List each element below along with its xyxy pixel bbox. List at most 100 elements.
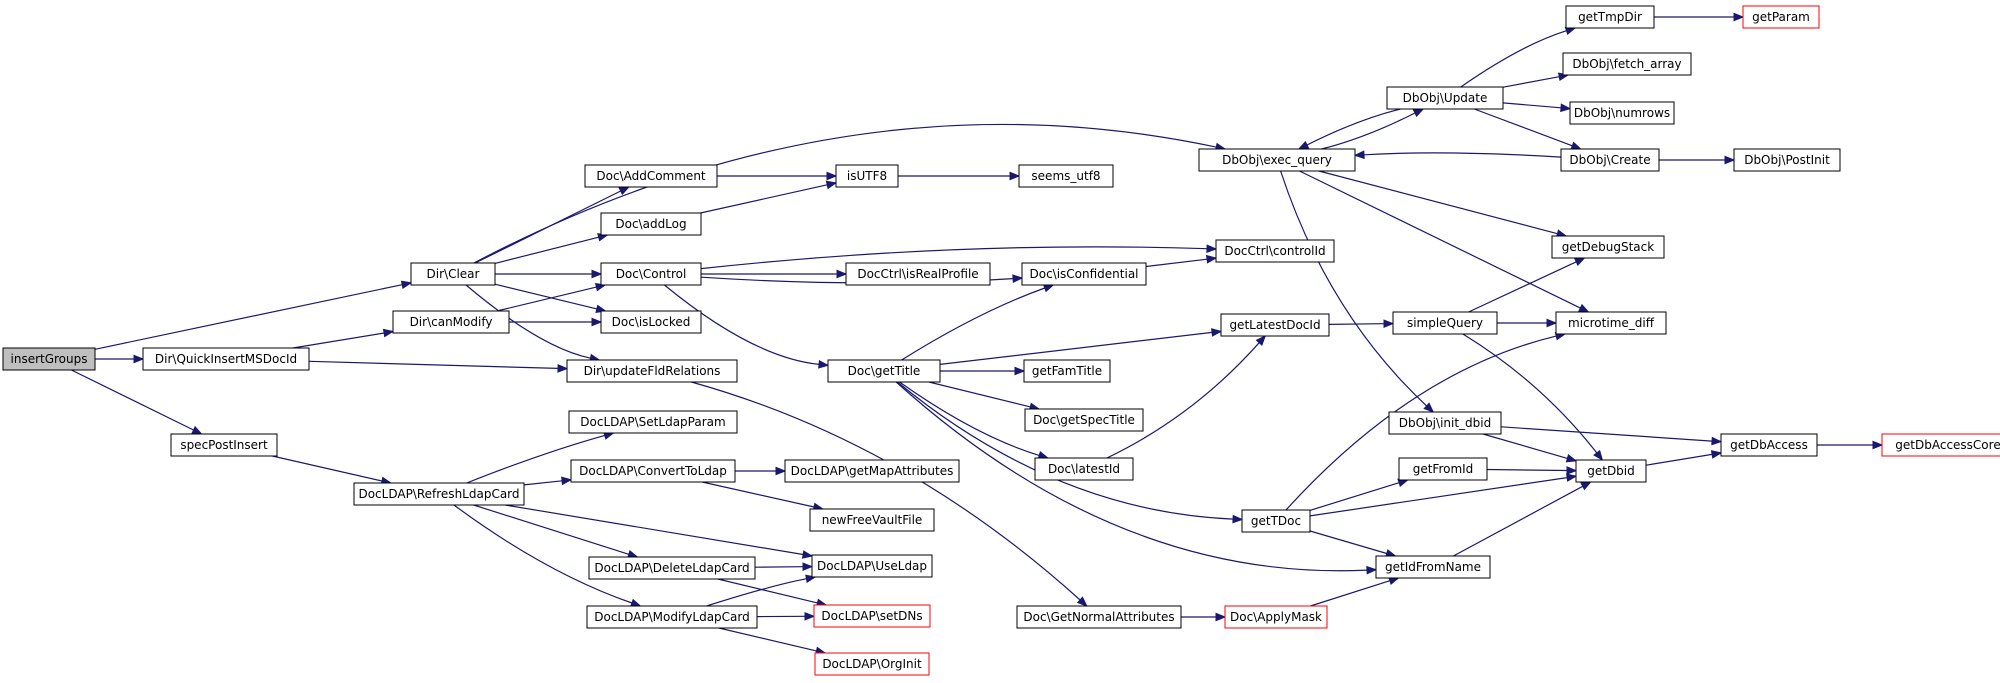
node-DbObjNumrows[interactable]: DbObj\numrows (1569, 101, 1675, 125)
node-box[interactable] (835, 164, 899, 188)
node-box[interactable] (1215, 239, 1335, 263)
node-box[interactable] (1555, 311, 1667, 335)
node-box[interactable] (586, 605, 758, 629)
node-box[interactable] (353, 482, 525, 506)
node-DocGetTitle[interactable]: Doc\getTitle (827, 359, 941, 383)
node-DocApplyMask[interactable]: Doc\ApplyMask (1224, 605, 1328, 629)
node-DocLDAPRefreshLdapCard[interactable]: DocLDAP\RefreshLdapCard (353, 482, 525, 506)
node-getFamTitle[interactable]: getFamTitle (1023, 359, 1111, 383)
node-box[interactable] (1021, 262, 1147, 286)
node-DocGetNormalAttributes[interactable]: Doc\GetNormalAttributes (1016, 605, 1182, 629)
node-box[interactable] (1742, 5, 1820, 29)
node-box[interactable] (811, 554, 933, 578)
node-box[interactable] (1575, 459, 1647, 483)
node-DocAddComment[interactable]: Doc\AddComment (584, 164, 718, 188)
node-getDbid[interactable]: getDbid (1575, 459, 1647, 483)
node-DirCanModify[interactable]: Dir\canModify (392, 310, 510, 334)
node-box[interactable] (570, 459, 736, 483)
node-isUTF8[interactable]: isUTF8 (835, 164, 899, 188)
node-DocLDAPSetLdapParam[interactable]: DocLDAP\SetLdapParam (568, 410, 738, 434)
node-box[interactable] (1016, 605, 1182, 629)
node-box[interactable] (600, 212, 702, 236)
node-DocLDAPGetMapAttributes[interactable]: DocLDAP\getMapAttributes (784, 459, 960, 483)
node-getDbAccessCore[interactable]: getDbAccessCore (1881, 433, 2000, 457)
node-box[interactable] (588, 556, 756, 580)
node-box[interactable] (1569, 101, 1675, 125)
node-DocLDAPModifyLdapCard[interactable]: DocLDAP\ModifyLdapCard (586, 605, 758, 629)
node-box[interactable] (1375, 555, 1491, 579)
node-microtimeDiff[interactable]: microtime_diff (1555, 311, 1667, 335)
node-box[interactable] (1560, 148, 1660, 172)
node-box[interactable] (566, 359, 738, 383)
node-DbObjUpdate[interactable]: DbObj\Update (1386, 86, 1504, 110)
node-box[interactable] (1881, 433, 2000, 457)
node-DbObjFetchArray[interactable]: DbObj\fetch_array (1562, 52, 1692, 76)
node-box[interactable] (2, 347, 96, 371)
node-getDbAccess[interactable]: getDbAccess (1720, 433, 1818, 457)
node-seemsUtf8[interactable]: seems_utf8 (1018, 164, 1114, 188)
node-box[interactable] (845, 262, 991, 286)
node-QuickInsertMSDocId[interactable]: Dir\QuickInsertMSDocId (142, 347, 310, 371)
node-DocCtrlIsRealProfile[interactable]: DocCtrl\isRealProfile (845, 262, 991, 286)
node-box[interactable] (142, 347, 310, 371)
node-DbObjPostInit[interactable]: DbObj\PostInit (1733, 148, 1841, 172)
node-box[interactable] (1220, 313, 1330, 337)
node-simpleQuery[interactable]: simpleQuery (1392, 311, 1498, 335)
node-DocIsConfidential[interactable]: Doc\isConfidential (1021, 262, 1147, 286)
node-box[interactable] (813, 604, 931, 628)
node-getFromId[interactable]: getFromId (1398, 457, 1488, 481)
node-box[interactable] (392, 310, 510, 334)
node-box[interactable] (1565, 5, 1655, 29)
node-box[interactable] (784, 459, 960, 483)
node-getTDoc[interactable]: getTDoc (1241, 509, 1311, 533)
node-box[interactable] (809, 508, 935, 532)
node-box[interactable] (814, 652, 930, 676)
node-DocLDAPDeleteLdapCard[interactable]: DocLDAP\DeleteLdapCard (588, 556, 756, 580)
node-box[interactable] (584, 164, 718, 188)
node-DocGetSpecTitle[interactable]: Doc\getSpecTitle (1024, 408, 1144, 432)
node-box[interactable] (410, 262, 496, 286)
node-DbObjExecQuery[interactable]: DbObj\exec_query (1198, 148, 1356, 172)
node-newFreeVaultFile[interactable]: newFreeVaultFile (809, 508, 935, 532)
node-box[interactable] (1720, 433, 1818, 457)
node-DocLatestId[interactable]: Doc\latestId (1034, 457, 1134, 481)
node-DocLDAPUseLdap[interactable]: DocLDAP\UseLdap (811, 554, 933, 578)
node-box[interactable] (170, 433, 278, 457)
node-box[interactable] (1733, 148, 1841, 172)
node-box[interactable] (1198, 148, 1356, 172)
node-DocAddLog[interactable]: Doc\addLog (600, 212, 702, 236)
node-box[interactable] (1388, 411, 1502, 435)
node-box[interactable] (1034, 457, 1134, 481)
node-box[interactable] (1241, 509, 1311, 533)
node-DocControl[interactable]: Doc\Control (600, 262, 702, 286)
node-DocLDAPSetDNs[interactable]: DocLDAP\setDNs (813, 604, 931, 628)
node-box[interactable] (600, 310, 702, 334)
node-DocIsLocked[interactable]: Doc\isLocked (600, 310, 702, 334)
node-box[interactable] (1386, 86, 1504, 110)
node-box[interactable] (1398, 457, 1488, 481)
node-box[interactable] (1551, 235, 1665, 259)
node-getLatestDocId[interactable]: getLatestDocId (1220, 313, 1330, 337)
node-box[interactable] (1392, 311, 1498, 335)
node-DocLDAPConvertToLdap[interactable]: DocLDAP\ConvertToLdap (570, 459, 736, 483)
node-box[interactable] (1024, 408, 1144, 432)
node-box[interactable] (568, 410, 738, 434)
node-DocCtrlControlId[interactable]: DocCtrl\controlId (1215, 239, 1335, 263)
node-getTmpDir[interactable]: getTmpDir (1565, 5, 1655, 29)
node-insertGroups[interactable]: insertGroups (2, 347, 96, 371)
node-getParam[interactable]: getParam (1742, 5, 1820, 29)
node-DbObjInitDbid[interactable]: DbObj\init_dbid (1388, 411, 1502, 435)
node-getDebugStack[interactable]: getDebugStack (1551, 235, 1665, 259)
node-box[interactable] (1562, 52, 1692, 76)
node-box[interactable] (1224, 605, 1328, 629)
node-box[interactable] (600, 262, 702, 286)
node-box[interactable] (1018, 164, 1114, 188)
node-specPostInsert[interactable]: specPostInsert (170, 433, 278, 457)
node-box[interactable] (827, 359, 941, 383)
node-DirUpdateFldRelations[interactable]: Dir\updateFldRelations (566, 359, 738, 383)
node-box[interactable] (1023, 359, 1111, 383)
node-DbObjCreate[interactable]: DbObj\Create (1560, 148, 1660, 172)
node-DocLDAPOrgInit[interactable]: DocLDAP\OrgInit (814, 652, 930, 676)
node-getIdFromName[interactable]: getIdFromName (1375, 555, 1491, 579)
node-DirClear[interactable]: Dir\Clear (410, 262, 496, 286)
